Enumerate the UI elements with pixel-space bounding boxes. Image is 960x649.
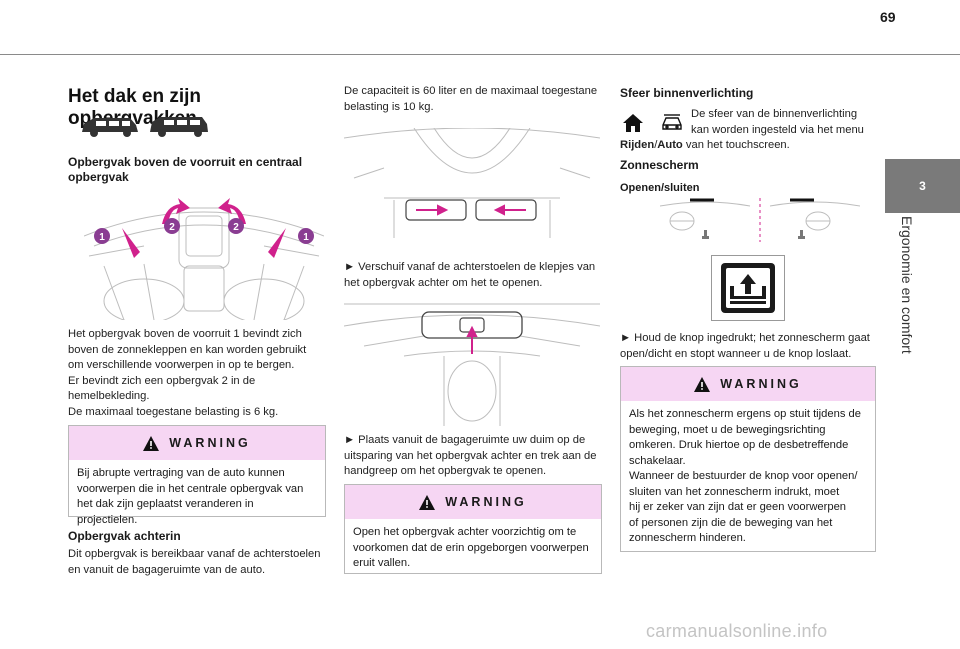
subtitle-rear-storage: Opbergvak achterin <box>68 529 181 543</box>
warning-triangle-icon <box>419 494 436 510</box>
page-number: 69 <box>880 9 896 25</box>
rear-storage-flaps-illustration <box>344 128 600 238</box>
warning-text: Als het zonnescherm ergens op stuit tijd… <box>629 408 861 544</box>
step-pull-handle: ► Plaats vanuit de bagageruimte uw duim … <box>344 434 597 477</box>
warning-triangle-icon <box>143 435 160 451</box>
warning-box-roof: WARNING Bij abrupte vertraging van de au… <box>68 425 326 526</box>
chapter-title: Ergonomie en comfort <box>899 216 915 354</box>
open-close-subtitle: Openen/sluiten <box>620 182 700 194</box>
callout-1-left: 1 <box>99 232 105 243</box>
sunshade-button-frame <box>711 255 785 321</box>
step-slide-flaps: ► Verschuif vanaf de achterstoelen de kl… <box>344 261 596 289</box>
warning-text: Open het opbergvak achter voorzichtig om… <box>353 526 589 569</box>
menu-rijden: Rijden <box>620 139 655 151</box>
front-storage-text: Het opbergvak boven de voorruit 1 bevind… <box>68 328 307 418</box>
callout-2-left: 2 <box>169 222 175 233</box>
menu-auto: Auto <box>657 139 683 151</box>
sunshade-title: Zonnescherm <box>620 158 699 172</box>
sunshade-step-text: ► Houd de knop ingedrukt; het zonnescher… <box>620 332 870 360</box>
warning-box-rear: WARNING Open het opbergvak achter voorzi… <box>344 484 602 574</box>
header-rule <box>0 54 960 55</box>
ambient-lighting-title: Sfeer binnenverlichting <box>620 86 754 100</box>
car-icon <box>662 114 682 130</box>
roof-storage-illustration: 1 2 2 1 <box>84 198 324 320</box>
warning-title: WARNING <box>720 377 802 391</box>
warning-text: Bij abrupte vertraging van de auto kunne… <box>77 467 304 526</box>
rear-storage-handle-illustration <box>344 303 600 426</box>
capacity-text: De capaciteit is 60 liter en de maximaal… <box>344 85 598 113</box>
sunshade-button-icon[interactable] <box>720 262 776 314</box>
sunshade-switch-illustration <box>660 198 860 242</box>
warning-box-sunshade: WARNING Als het zonnescherm ergens op st… <box>620 366 876 552</box>
menu-path-text: Rijden/Auto van het touchscreen. <box>620 139 790 151</box>
callout-2-right: 2 <box>233 222 239 233</box>
warning-title: WARNING <box>445 495 527 509</box>
callout-1-right: 1 <box>303 232 309 243</box>
vehicle-silhouettes-icon <box>82 117 208 137</box>
subtitle-front-storage: Opbergvak boven de voorruit en centraal … <box>68 155 303 184</box>
warning-title: WARNING <box>169 436 251 450</box>
watermark: carmanualsonline.info <box>646 621 828 641</box>
chapter-tab[interactable]: 3 <box>885 159 960 213</box>
home-icon <box>623 114 643 132</box>
ambient-lighting-text: De sfeer van de binnenverlichting kan wo… <box>691 108 864 136</box>
rear-storage-text: Dit opbergvak is bereikbaar vanaf de ach… <box>68 548 321 576</box>
warning-triangle-icon <box>694 376 711 392</box>
